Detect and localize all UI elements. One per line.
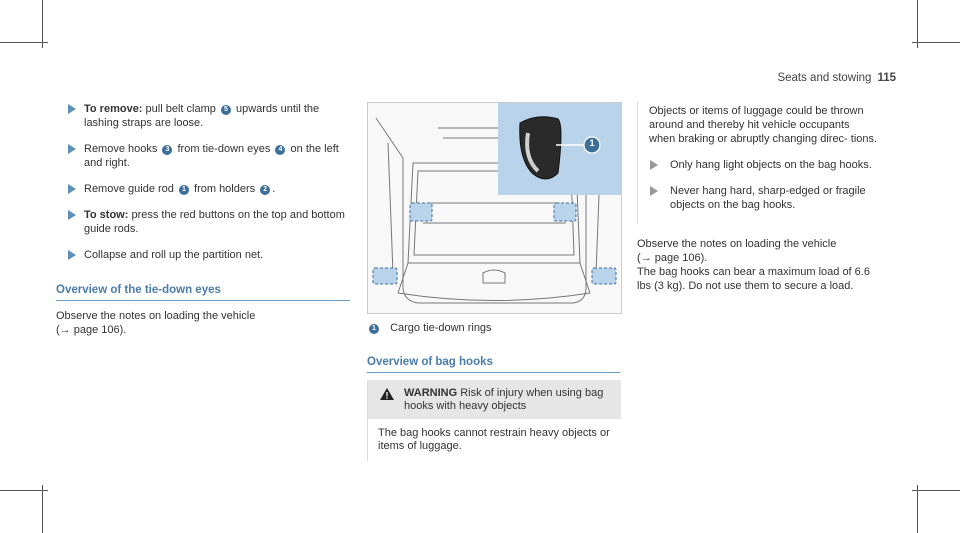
bullet-arrow-icon [650, 160, 658, 170]
cargo-area-figure: 1 [367, 102, 622, 314]
warning-header: WARNING Risk of injury when using bag ho… [368, 380, 621, 419]
tie-down-ring-detail-inset: 1 [498, 103, 621, 195]
left-column: To remove: pull belt clamp 5 upwards unt… [56, 102, 350, 337]
callout-number: 1 [178, 185, 189, 195]
running-head: Seats and stowing 115 [777, 72, 896, 84]
warning-label: WARNING [404, 387, 458, 399]
tie-down-ring-highlight [553, 202, 577, 222]
step-arrow-icon [68, 144, 76, 154]
tie-down-ring-detail [519, 116, 601, 180]
tie-down-ring-highlight [591, 267, 617, 285]
step-item: To remove: pull belt clamp 5 upwards unt… [56, 102, 350, 130]
crop-mark [917, 485, 918, 533]
crop-mark [912, 42, 960, 43]
step-item: Collapse and roll up the partition net. [56, 248, 350, 262]
precaution-list: Only hang light objects on the bag hooks… [638, 158, 878, 212]
step-item: Remove guide rod 1 from holders 2. [56, 182, 350, 196]
page-number: 115 [877, 72, 896, 84]
callout-number: 5 [220, 105, 231, 115]
page-header: Seats and stowing 115 [0, 72, 960, 86]
callout-number: 3 [162, 145, 173, 155]
crop-mark [42, 485, 43, 533]
page-reference-link[interactable]: (→ page 106). [637, 252, 708, 264]
caption-number-1: 1 [369, 324, 379, 334]
crop-mark [0, 42, 48, 43]
hazard-intro: Objects or items of luggage could be thr… [649, 105, 878, 145]
warning-triangle-icon [380, 388, 394, 400]
step-arrow-icon [68, 210, 76, 220]
figure-caption: 1 Cargo tie-down rings [367, 322, 492, 334]
right-paragraphs: Observe the notes on loading the vehicle… [637, 237, 877, 293]
tie-down-ring-highlight [372, 267, 398, 285]
max-load-info: The bag hooks can bear a maximum load of… [637, 266, 870, 292]
step-item: Remove hooks 3 from tie-down eyes 4 on t… [56, 142, 350, 170]
page-reference-link[interactable]: (→ page 106). [56, 324, 127, 336]
callout-number: 2 [260, 185, 271, 195]
loading-notes-reference: Observe the notes on loading the vehicle… [56, 309, 350, 337]
warning-body: The bag hooks cannot restrain heavy obje… [378, 427, 610, 452]
loading-notes-line: Observe the notes on loading the vehicle [637, 238, 837, 250]
step-arrow-icon [68, 250, 76, 260]
step-lead: To stow: [84, 209, 132, 221]
precaution-item: Never hang hard, sharp-edged or fragile … [638, 184, 878, 212]
loading-notes-line: Observe the notes on loading the vehicle [56, 310, 256, 322]
section-title-tie-down-eyes: Overview of the tie-down eyes [56, 284, 350, 301]
crop-mark [42, 0, 43, 48]
figure-callout-1: 1 [589, 138, 595, 148]
step-list: To remove: pull belt clamp 5 upwards unt… [56, 102, 350, 262]
callout-number: 4 [275, 145, 286, 155]
caption-text: Cargo tie-down rings [390, 322, 492, 334]
crop-mark [912, 490, 960, 491]
step-item: To stow: press the red buttons on the to… [56, 208, 350, 236]
precaution-item: Only hang light objects on the bag hooks… [638, 158, 878, 172]
crop-mark [0, 490, 48, 491]
warning-text: Risk of injury when using bag hooks with… [404, 387, 604, 412]
section-name: Seats and stowing [777, 72, 872, 84]
warning-box: WARNING Risk of injury when using bag ho… [367, 380, 621, 461]
crop-mark [917, 0, 918, 48]
tie-down-ring-highlight [409, 202, 433, 222]
step-arrow-icon [68, 184, 76, 194]
bullet-arrow-icon [650, 186, 658, 196]
step-lead: To remove: [84, 103, 146, 115]
step-arrow-icon [68, 104, 76, 114]
right-column: Objects or items of luggage could be thr… [637, 102, 878, 224]
section-title-bag-hooks: Overview of bag hooks [367, 356, 620, 373]
